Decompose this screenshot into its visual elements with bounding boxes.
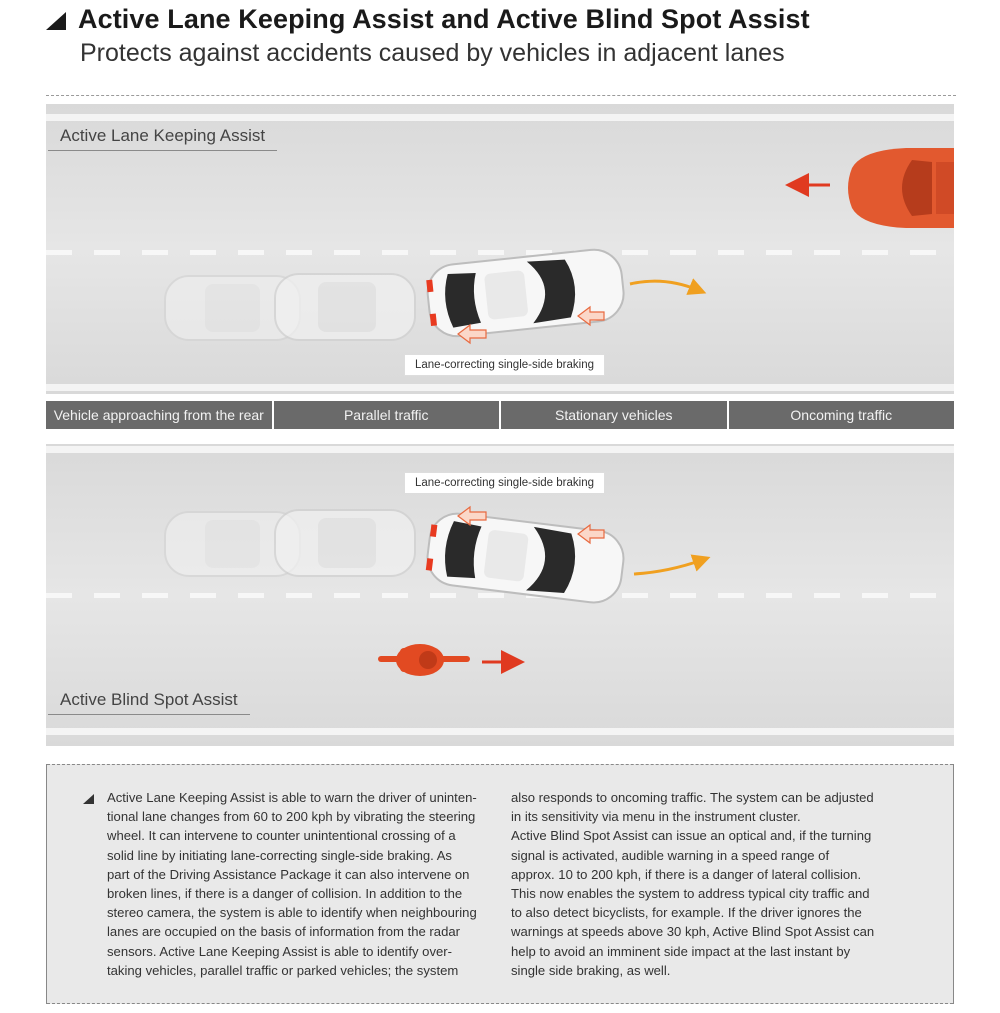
road-top xyxy=(46,104,954,394)
braking-arrow-icon xyxy=(457,505,605,545)
scenario-tabs: Vehicle approaching from the rear Parall… xyxy=(46,401,954,429)
text-line: taking vehicles, parallel traffic or par… xyxy=(107,962,459,978)
text-line: wheel. It can intervene to counter unint… xyxy=(107,828,456,844)
ghost-car-icon xyxy=(274,273,416,341)
description-right-column: also responds to oncoming traffic. The s… xyxy=(511,788,921,980)
tab-parallel-traffic[interactable]: Parallel traffic xyxy=(273,401,501,429)
text-line: to also detect bicyclists, for example. … xyxy=(511,905,862,921)
text-line: lanes are occupied on the basis of infor… xyxy=(107,924,461,940)
section-label-blind-spot: Active Blind Spot Assist xyxy=(48,690,250,715)
text-line: tional lane changes from 60 to 200 kph b… xyxy=(107,809,476,825)
ghost-car-icon xyxy=(164,511,301,577)
text-line: signal is activated, audible warning in … xyxy=(511,847,830,863)
text-line: Active Blind Spot Assist can issue an op… xyxy=(511,828,872,844)
lane-dashes-bottom xyxy=(46,593,954,598)
page-title: Active Lane Keeping Assist and Active Bl… xyxy=(78,4,810,34)
main-car-top-icon xyxy=(426,248,625,338)
text-line: stereo camera, the system is able to ide… xyxy=(107,905,477,921)
lane-correction-arrow-icon xyxy=(633,554,711,576)
lane-correction-arrow-icon xyxy=(629,278,707,295)
text-line: also responds to oncoming traffic. The s… xyxy=(511,790,874,805)
tab-stationary-vehicles[interactable]: Stationary vehicles xyxy=(501,401,729,429)
text-line: part of the Driving Assistance Package i… xyxy=(107,866,470,882)
braking-arrow-icon xyxy=(457,305,605,345)
text-line: Active Lane Keeping Assist is able to wa… xyxy=(107,790,477,805)
description-box: Active Lane Keeping Assist is able to wa… xyxy=(46,764,954,1004)
road-edge-top xyxy=(46,446,954,453)
text-line: help to avoid an imminent side impact at… xyxy=(511,943,851,959)
text-line: single side braking, as well. xyxy=(511,962,671,978)
box-dash-bottom xyxy=(47,1003,953,1004)
oncoming-car-icon xyxy=(848,148,954,228)
text-line: approx. 10 to 200 kph, if there is a dan… xyxy=(511,866,862,882)
text-line: warnings at speeds above 30 kph, Active … xyxy=(511,924,875,940)
section-label-lane-keeping: Active Lane Keeping Assist xyxy=(48,126,278,151)
road-edge-bottom xyxy=(46,728,954,735)
ghost-car-icon xyxy=(274,509,416,577)
text-line: solid line by initiating lane-correcting… xyxy=(107,847,452,863)
bullet-triangle-icon xyxy=(83,794,94,804)
road-bottom xyxy=(46,444,954,746)
ghost-car-icon xyxy=(164,275,301,341)
text-line: in its sensitivity via menu in the instr… xyxy=(511,809,801,825)
callout-top: Lane-correcting single-side braking xyxy=(404,354,605,376)
header: Active Lane Keeping Assist and Active Bl… xyxy=(46,4,956,68)
lane-dashes-top xyxy=(46,250,954,255)
cyclist-icon xyxy=(378,644,470,676)
box-dash-top xyxy=(47,764,953,765)
title-row: Active Lane Keeping Assist and Active Bl… xyxy=(46,4,956,35)
tab-oncoming-traffic[interactable]: Oncoming traffic xyxy=(728,401,954,429)
road-edge-bottom xyxy=(46,384,954,391)
page-subtitle: Protects against accidents caused by veh… xyxy=(80,39,785,67)
description-left-column: Active Lane Keeping Assist is able to wa… xyxy=(107,788,507,980)
road-edge-top xyxy=(46,114,954,121)
main-car-bottom-icon xyxy=(425,512,625,604)
callout-bottom: Lane-correcting single-side braking xyxy=(404,472,605,494)
text-line: This now enables the system to address t… xyxy=(511,886,870,902)
header-divider xyxy=(46,95,956,96)
title-triangle-icon xyxy=(46,11,66,30)
tab-vehicle-approaching[interactable]: Vehicle approaching from the rear xyxy=(46,401,274,429)
text-line: sensors. Active Lane Keeping Assist is a… xyxy=(107,943,452,959)
text-line: broken lines, if there is a danger of co… xyxy=(107,886,463,902)
